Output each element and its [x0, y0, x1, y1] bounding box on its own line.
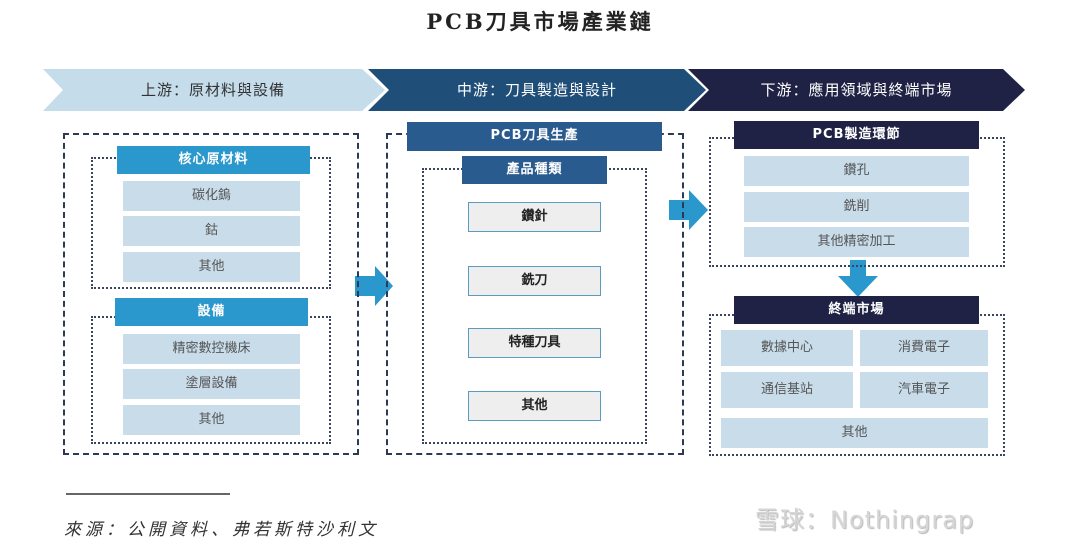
product-item: 鑽針: [468, 202, 601, 232]
arrow-right-icon: [669, 190, 708, 230]
manufacturing-item: 鑽孔: [744, 156, 969, 186]
pcb-tool-production-header: PCB刀具生產: [407, 122, 662, 151]
arrow-right-icon: [355, 266, 393, 306]
chevron-midstream-label: 中游：刀具製造與設計: [456, 81, 617, 99]
product-item: 其他: [468, 391, 601, 421]
equipment-item: 塗層設備: [123, 369, 300, 399]
equipment-item: 其他: [123, 405, 300, 435]
source-note: 來源：公開資料、弗若斯特沙利文: [64, 520, 379, 540]
pcb-manufacturing-header: PCB製造環節: [734, 121, 979, 149]
end-market-item: 數據中心: [721, 330, 853, 366]
chevron-downstream: [688, 69, 1025, 111]
product-types-header: 產品種類: [462, 156, 607, 184]
upstream-panel: [63, 133, 359, 455]
chevron-upstream-label: 上游：原材料與設備: [140, 81, 285, 99]
page-title: PCB刀具市場產業鏈: [426, 9, 654, 34]
end-market-item: 通信基站: [721, 372, 853, 408]
chevron-downstream-label: 下游：應用領域與終端市場: [760, 81, 953, 99]
watermark: 雪球：Nothingrap: [755, 506, 975, 534]
product-item: 特種刀具: [468, 328, 601, 358]
end-market-item: 汽車電子: [860, 372, 988, 408]
arrow-down-icon: [838, 260, 878, 297]
manufacturing-item: 銑削: [744, 192, 969, 222]
source-divider: [66, 493, 230, 495]
end-market-item: 其他: [721, 418, 988, 448]
material-item: 其他: [123, 252, 300, 282]
chevron-upstream: [43, 69, 385, 111]
equipment-item: 精密數控機床: [123, 334, 300, 364]
material-item: 鈷: [123, 216, 300, 246]
equipment-header: 設備: [115, 298, 308, 326]
chevron-midstream: [368, 69, 706, 111]
manufacturing-item: 其他精密加工: [744, 227, 969, 257]
material-item: 碳化鎢: [123, 181, 300, 211]
end-market-item: 消費電子: [860, 330, 988, 366]
core-materials-header: 核心原材料: [117, 146, 310, 174]
end-market-header: 終端市場: [734, 296, 979, 324]
product-item: 銑刀: [468, 266, 601, 296]
